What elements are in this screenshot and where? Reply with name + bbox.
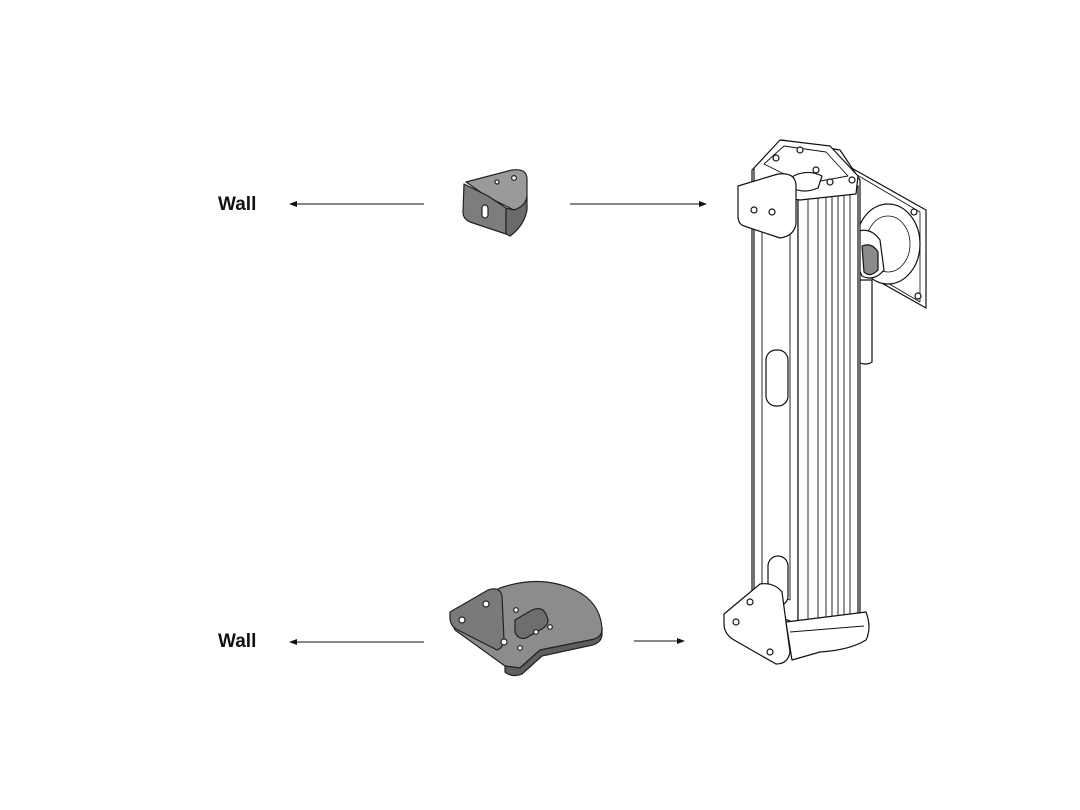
bottom-bracket-part [449, 580, 603, 677]
wall-label-bottom: Wall [218, 631, 257, 652]
column-mount-part [723, 139, 927, 665]
top-bracket-part [462, 169, 528, 237]
wall-label-top: Wall [218, 194, 257, 215]
